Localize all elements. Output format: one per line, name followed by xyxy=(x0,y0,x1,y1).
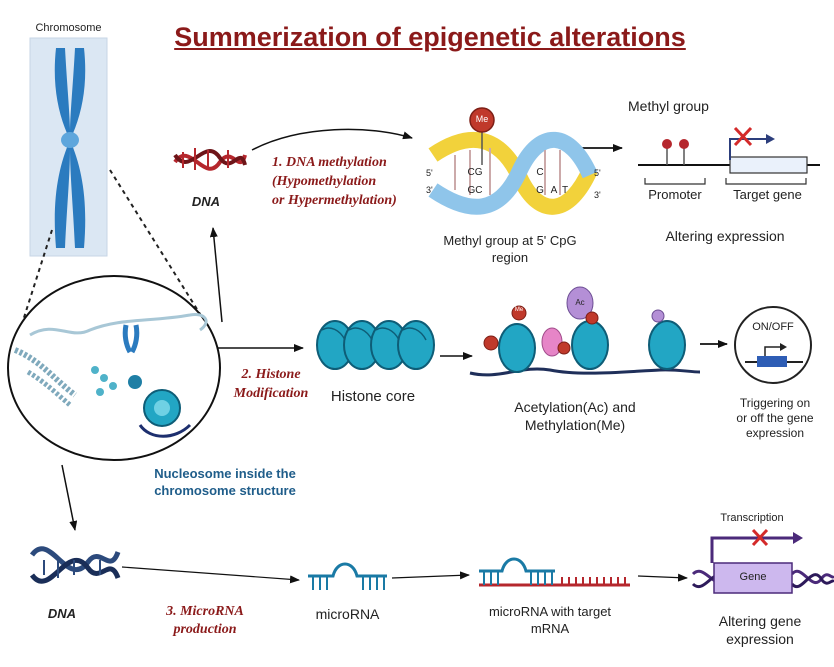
methyl-dot-icon xyxy=(662,139,672,149)
arrow-to-dna-bottom xyxy=(61,464,78,531)
strand-end-3-right: 3' xyxy=(594,190,601,200)
nucleosome-circle xyxy=(7,275,221,461)
arrow-to-gene xyxy=(637,573,688,582)
dna-helix-bottom-icon xyxy=(29,546,121,584)
block-x-icon xyxy=(733,126,753,147)
transcription-label: Transcription xyxy=(720,512,784,524)
dna-label-bottom: DNA xyxy=(47,606,77,621)
cpg-extra-t: T xyxy=(561,185,569,196)
arrow-to-mirna-target xyxy=(391,571,470,580)
methyl-group-label: Methyl group xyxy=(628,98,709,114)
arrow-to-methylation xyxy=(251,128,413,151)
me-marker-label: Me xyxy=(514,307,524,313)
strand-end-5-right: 5' xyxy=(594,168,601,178)
arrow-to-dna xyxy=(209,227,223,323)
gene-transcription-icon xyxy=(691,528,834,594)
gene-box xyxy=(713,562,793,594)
on-off-label: ON/OFF xyxy=(752,321,794,333)
on-off-switch-icon xyxy=(734,306,812,384)
block-x-icon xyxy=(751,528,769,547)
chromosome-panel xyxy=(29,37,108,257)
cpg-pair2-top: C xyxy=(536,167,544,178)
acetylation-methylation-icon xyxy=(469,286,701,377)
dna-helix-top-icon xyxy=(173,148,247,171)
target-gene-box xyxy=(729,156,808,174)
cpg-helix-icon xyxy=(428,107,598,215)
strand-end-5-left: 5' xyxy=(426,168,433,178)
target-gene-label: Target gene xyxy=(733,187,802,202)
zoom-line-left xyxy=(19,229,53,331)
histone-core-label: Histone core xyxy=(330,388,416,405)
microrna-label: microRNA xyxy=(315,606,380,622)
cpg-pair-bottom: GC xyxy=(467,185,483,196)
cpg-pair2-bottom: G xyxy=(536,185,544,196)
cpg-extra-a: A xyxy=(550,185,558,196)
ac-marker-label: Ac xyxy=(575,298,585,307)
promoter-label: Promoter xyxy=(648,187,702,202)
methyl-me-marker xyxy=(469,107,495,133)
microrna-target-mrna-icon xyxy=(479,557,630,587)
page-title: Summerization of epigenetic alterations xyxy=(174,22,686,52)
arrow-to-microrna xyxy=(121,566,300,584)
dna-label-top: DNA xyxy=(191,194,221,209)
cpg-pair-top: CG xyxy=(467,167,483,178)
methyl-dot-icon xyxy=(679,139,689,149)
chromosome-label: Chromosome xyxy=(35,22,102,34)
strand-end-3-left: 3' xyxy=(426,185,433,195)
microrna-icon xyxy=(308,562,387,590)
gene-box-label: Gene xyxy=(739,571,767,583)
me-label: Me xyxy=(475,114,489,124)
promoter-gene-schematic xyxy=(638,126,820,185)
histone-core-icon xyxy=(316,320,435,370)
altering-expression-label: Altering expression xyxy=(665,228,785,244)
